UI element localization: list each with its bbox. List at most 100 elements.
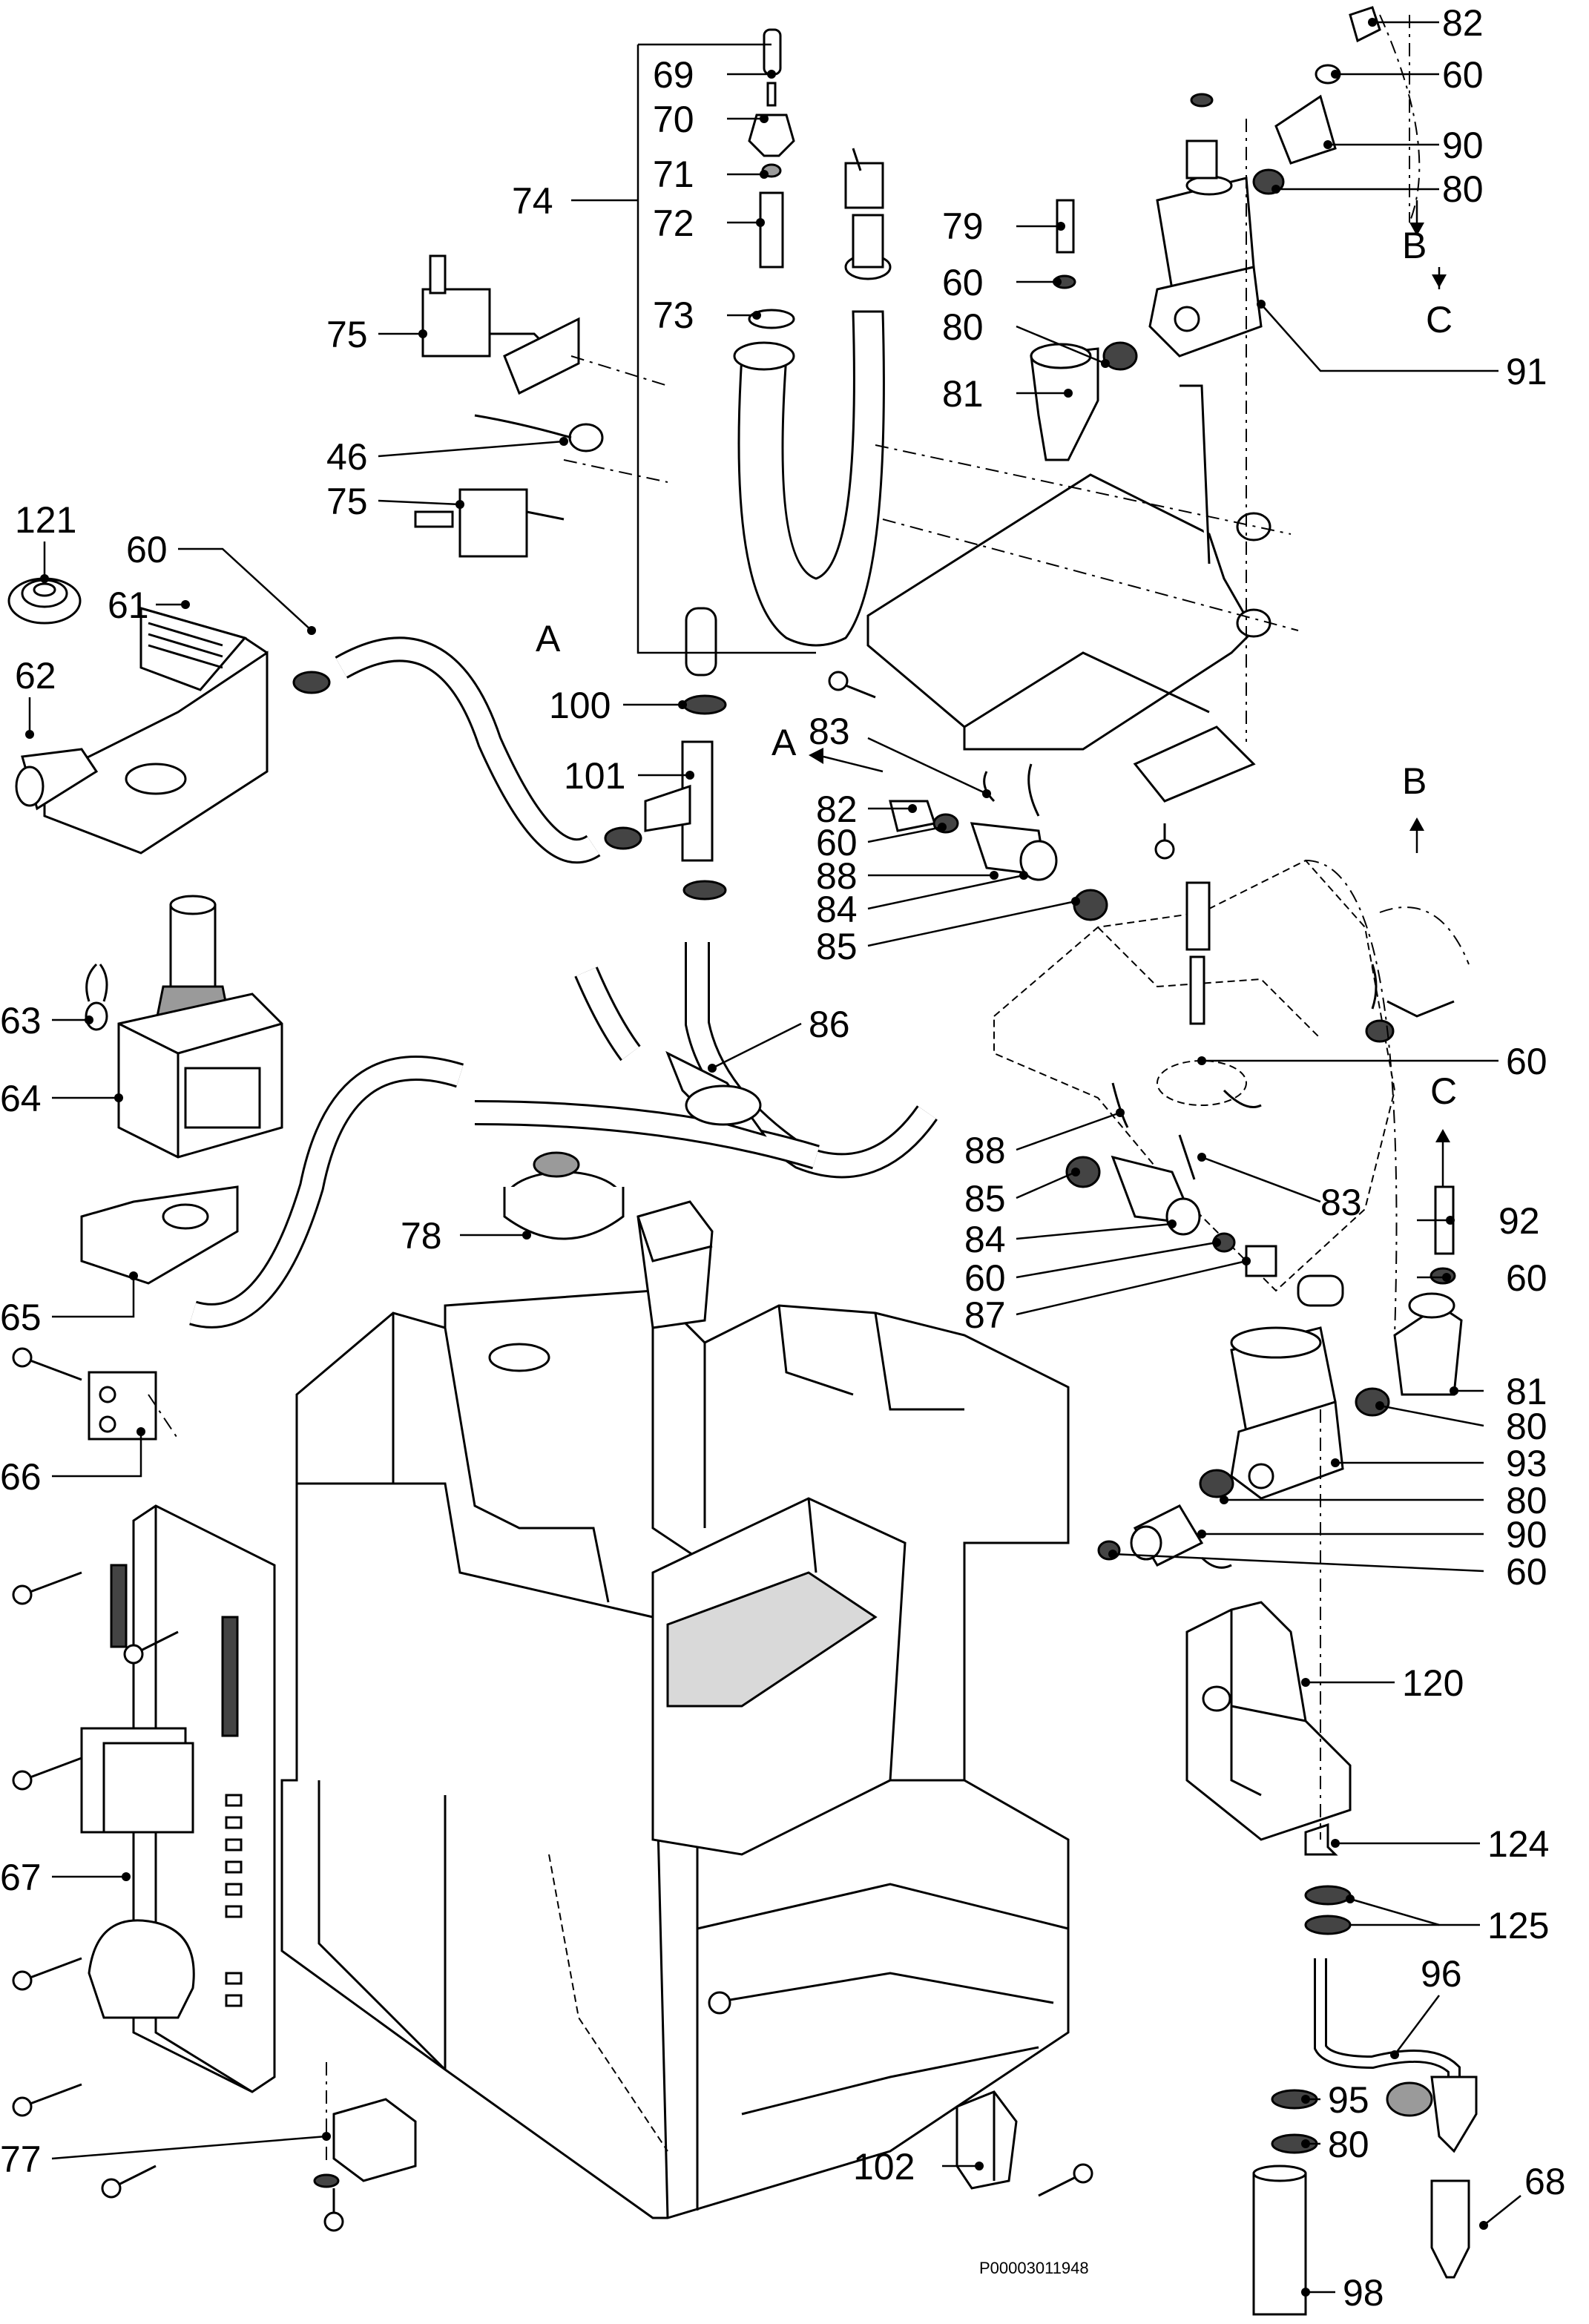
callout-84: 84 — [964, 1219, 1006, 1260]
callout-101: 101 — [564, 755, 625, 797]
callout-88: 88 — [816, 855, 858, 897]
callout-81: 81 — [1506, 1371, 1547, 1412]
callout-64: 64 — [0, 1078, 42, 1119]
main-housing — [280, 1200, 1070, 2219]
bracket-102 — [955, 2090, 1018, 2190]
callout-86: 86 — [809, 1004, 850, 1045]
solenoid-valve-91 — [1148, 139, 1263, 358]
bracket-77 — [313, 2098, 417, 2188]
callout-121: 121 — [15, 499, 76, 541]
callout-124: 124 — [1487, 1823, 1549, 1865]
callout-46: 46 — [326, 436, 368, 478]
callout-90: 90 — [1442, 125, 1484, 166]
callout-60: 60 — [964, 1257, 1006, 1299]
direction-arrows — [809, 200, 1450, 1187]
callout-80: 80 — [942, 306, 984, 348]
callout-83: 83 — [1320, 1182, 1362, 1223]
callout-60: 60 — [942, 262, 984, 303]
callout-77: 77 — [0, 2139, 42, 2180]
arrow-label-a-mid: A — [772, 722, 797, 763]
alignment-lines — [148, 14, 1470, 2166]
arrow-label-b-mid: B — [1402, 760, 1427, 802]
callout-69: 69 — [653, 54, 694, 96]
mounting-bracket — [866, 384, 1271, 803]
callout-68: 68 — [1524, 2161, 1566, 2202]
callout-70: 70 — [653, 99, 694, 140]
callout-80: 80 — [1506, 1480, 1547, 1521]
callout-92: 92 — [1498, 1200, 1540, 1242]
callout-78: 78 — [401, 1215, 442, 1257]
group-bracket-74 — [636, 43, 816, 654]
callout-87: 87 — [964, 1294, 1006, 1336]
float-78 — [503, 1151, 625, 1240]
filter-86 — [665, 1050, 767, 1137]
callout-91: 91 — [1506, 351, 1547, 392]
right-fittings — [1365, 964, 1463, 1396]
callout-80: 80 — [1442, 168, 1484, 210]
callout-80: 80 — [1328, 2124, 1369, 2165]
solenoid-valve-93 — [1097, 1326, 1390, 1569]
callout-82: 82 — [816, 789, 858, 830]
callout-83: 83 — [809, 711, 850, 752]
callout-65: 65 — [0, 1297, 42, 1338]
callout-73: 73 — [653, 294, 694, 336]
bracket-66 — [88, 1371, 157, 1441]
arrow-letters: A A B B C C — [536, 225, 1457, 1112]
heater-unit — [733, 148, 892, 647]
callout-60: 60 — [816, 822, 858, 863]
dispenser-bracket-120 — [1185, 1601, 1352, 1841]
thermostat-lower — [414, 414, 604, 558]
callout-74: 74 — [512, 180, 553, 222]
fitting-62 — [15, 748, 99, 811]
thermoblock-61 — [43, 607, 269, 855]
hoses — [189, 636, 938, 1329]
callout-98: 98 — [1343, 2272, 1384, 2314]
callout-63: 63 — [0, 1000, 42, 1041]
callout-62: 62 — [15, 655, 56, 697]
callout-71: 71 — [653, 154, 694, 195]
callout-85: 85 — [816, 926, 858, 967]
drawing-reference-code: P00003011948 — [979, 2259, 1089, 2277]
elbow-81-upper — [1030, 199, 1138, 461]
callout-60: 60 — [1506, 1551, 1547, 1593]
callout-125: 125 — [1487, 1905, 1549, 1946]
callout-90: 90 — [1506, 1514, 1547, 1556]
callout-75: 75 — [326, 314, 368, 355]
callout-85: 85 — [964, 1178, 1006, 1219]
callout-66: 66 — [0, 1456, 42, 1498]
callout-82: 82 — [1442, 2, 1484, 44]
callout-60: 60 — [1506, 1257, 1547, 1299]
arrow-label-b-top: B — [1402, 225, 1427, 266]
pump — [117, 895, 283, 1159]
thermostat-upper — [421, 254, 580, 395]
arrow-label-c-top: C — [1426, 299, 1453, 340]
callout-80: 80 — [1506, 1406, 1547, 1447]
pump-holder-65 — [80, 1185, 239, 1285]
callout-79: 79 — [942, 205, 984, 247]
fittings-69-73 — [748, 28, 795, 329]
spout-assembly — [1252, 1823, 1478, 2316]
arrow-label-a-top: A — [536, 618, 561, 659]
callout-60: 60 — [1506, 1041, 1547, 1082]
callout-95: 95 — [1328, 2079, 1369, 2121]
leader-lines — [25, 18, 1521, 2297]
callout-81: 81 — [942, 373, 984, 415]
callout-75: 75 — [326, 481, 368, 522]
callout-88: 88 — [964, 1130, 1006, 1171]
callout-61: 61 — [108, 585, 149, 626]
callout-120: 120 — [1402, 1662, 1464, 1704]
callout-96: 96 — [1421, 1953, 1462, 1995]
brew-unit-outline — [993, 859, 1396, 1292]
callout-84: 84 — [816, 889, 858, 930]
control-board — [80, 1504, 276, 2093]
valve-121 — [7, 577, 82, 625]
board-connectors — [225, 1794, 243, 2007]
callout-60: 60 — [1442, 54, 1484, 96]
callout-72: 72 — [653, 203, 694, 244]
callout-60: 60 — [126, 529, 168, 570]
callout-100: 100 — [549, 685, 611, 726]
fittings-top-right — [1190, 6, 1381, 195]
callout-102: 102 — [853, 2146, 915, 2188]
